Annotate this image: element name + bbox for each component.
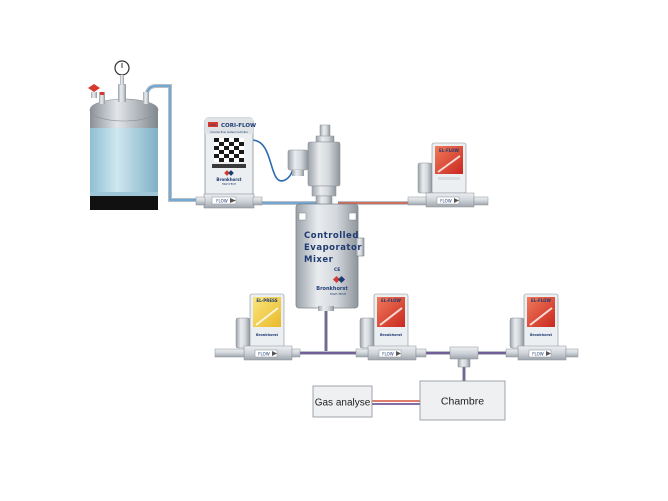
coriflow-meter: mini CORI-FLOW Coriolis flow meter/contr… — [195, 117, 263, 209]
elflow-right-base: FLOW — [532, 352, 544, 357]
coriflow-brand: Bronkhorst — [216, 177, 241, 182]
elpress-base: FLOW — [258, 352, 270, 357]
elflow-right-name: EL-FLOW — [531, 298, 551, 303]
elflow-right-controller: EL-FLOW Bronkhorst FLOW — [505, 293, 579, 361]
liquid-tank — [89, 84, 159, 210]
coriflow-sub: HIGH-TECH — [222, 182, 236, 186]
gas-analyse-label: Gas analyse — [315, 398, 371, 409]
coriflow-base-label: FLOW — [216, 199, 228, 204]
elflow-top-base: FLOW — [440, 199, 452, 204]
analysis-line — [372, 400, 420, 405]
elflow-top-controller: EL-FLOW FLOW — [407, 142, 489, 208]
chamber-box: Chambre — [419, 380, 506, 421]
elflow-mid-controller: EL-FLOW Bronkhorst FLOW — [355, 293, 427, 361]
elflow-top-name: EL-FLOW — [439, 148, 459, 153]
elpress-controller: EL-PRESS Bronkhorst FLOW — [214, 293, 301, 361]
elpress-brand: Bronkhorst — [256, 333, 278, 337]
tee-fitting — [449, 346, 479, 368]
pressure-gauge-icon — [114, 60, 130, 85]
coriflow-name: CORI-FLOW — [221, 123, 256, 129]
gas-analyse-box: Gas analyse — [312, 385, 373, 418]
coriflow-brand-icon — [224, 170, 234, 176]
elflow-mid-brand: Bronkhorst — [380, 333, 402, 337]
cem-brand-icon — [332, 275, 346, 284]
elflow-mid-name: EL-FLOW — [381, 298, 401, 303]
elflow-right-brand: Bronkhorst — [530, 333, 552, 337]
cem-title-line2: Evaporator — [304, 243, 362, 253]
coriflow-badge: mini — [210, 123, 217, 127]
cem-title-line3: Mixer — [304, 255, 334, 265]
coriflow-logo-pattern — [212, 138, 246, 168]
chamber-label: Chambre — [441, 396, 484, 408]
cem-title-line1: Controlled — [304, 231, 359, 241]
cem-brand: Bronkhorst — [316, 286, 348, 292]
cem-unit: Controlled Evaporator Mixer CE Bronkhors… — [295, 203, 365, 311]
elflow-mid-base: FLOW — [382, 352, 394, 357]
control-valve — [287, 124, 341, 209]
cem-sub: HIGH-TECH — [330, 292, 347, 296]
tank-valve-icon — [88, 84, 104, 98]
elpress-name: EL-PRESS — [256, 298, 277, 303]
coriflow-desc: Coriolis flow meter/controller — [210, 130, 249, 134]
cem-ce-mark: CE — [334, 267, 340, 273]
